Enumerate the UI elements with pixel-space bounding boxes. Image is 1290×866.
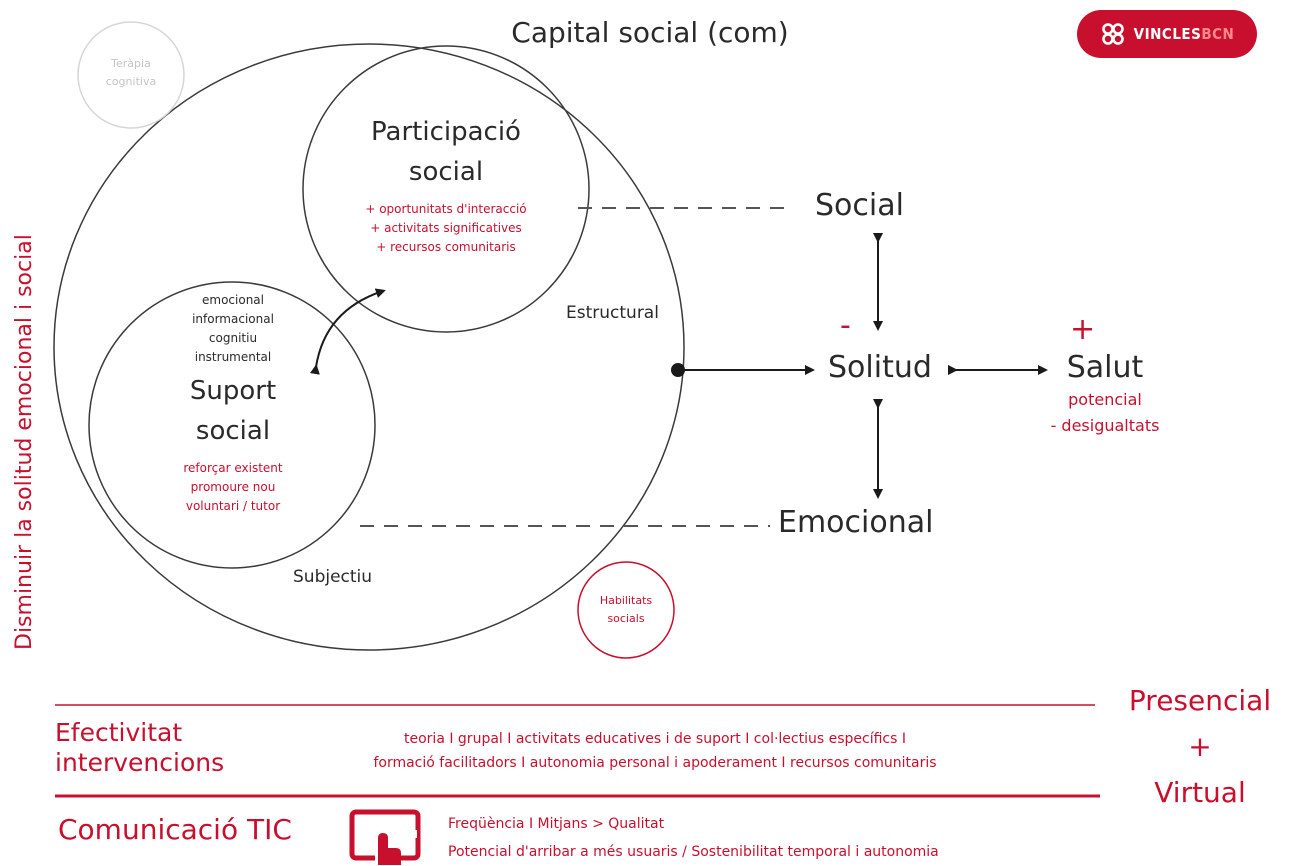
therapy-label: Teràpia cognitiva [86,55,176,91]
structural-label: Estructural [566,303,659,323]
interventions-text: teoria I grupal I activitats educatives … [270,727,1040,775]
skills-label: Habilitats socials [582,592,670,628]
therapy-circle [77,21,185,129]
capital-social-circle [53,43,685,651]
support-types: emocional informacional cognitiu instrum… [150,291,316,367]
skills-circle [577,561,675,659]
skills-line1: Habilitats [599,594,653,607]
support-item: voluntari / tutor [185,499,281,513]
support-type: instrumental [194,350,272,364]
support-item: promoure nou [190,480,276,494]
solitud-node: Solitud [828,350,932,385]
interventions-text-line2: formació facilitadors I autonomia person… [373,755,937,771]
participation-block: Participació social + oportunitats d'int… [330,112,562,257]
tablet-touch-icon [349,809,421,865]
mode-block: Presencial + Virtual [1110,678,1290,816]
minus-sign: - [840,308,851,343]
health-sub2: - desigualtats [1050,416,1160,435]
participation-items: + oportunitats d'interacció + activitats… [330,200,562,257]
vertical-goal-label: Disminuir la solitud emocional i social [12,234,37,650]
support-title-line2: social [195,416,271,446]
therapy-line1: Teràpia [111,57,151,70]
health-block: Salut potencial - desigualtats [1040,350,1170,439]
mode-line3: Virtual [1154,776,1246,809]
ict-text-line2: Potencial d'arribar a més usuaris / Sost… [448,844,939,860]
support-type: informacional [192,312,274,326]
support-participation-arrow [309,288,386,375]
therapy-line2: cognitiva [105,75,157,88]
logo-text-main: VINCLES [1133,25,1202,43]
support-type: cognitiu [208,331,258,345]
support-items: reforçar existent promoure nou voluntari… [150,459,316,516]
participation-title-line2: social [408,157,484,187]
interventions-title: Efectivitat intervencions [55,718,224,778]
participation-item: + oportunitats d'interacció [365,202,527,216]
support-block: emocional informacional cognitiu instrum… [150,291,316,516]
logo-text-accent: BCN [1201,25,1235,43]
ict-title: Comunicació TIC [58,813,292,846]
interventions-text-line1: teoria I grupal I activitats educatives … [404,731,906,747]
skills-line2: socials [607,612,645,625]
ict-text-line1: Freqüència I Mitjans > Qualitat [448,816,665,832]
salut-node: Salut [1066,350,1144,385]
support-circle [88,281,376,569]
mode-line1: Presencial [1128,684,1272,717]
diagram-title: Capital social (com) [511,16,789,49]
plus-sign: + [1070,312,1096,347]
support-title-line1: Suport [189,376,277,406]
interventions-title-line1: Efectivitat [55,718,183,747]
emotional-node: Emocional [778,505,934,540]
logo-knot-icon [1101,23,1124,45]
ict-text: Freqüència I Mitjans > Qualitat Potencia… [448,810,1108,866]
source-dot [671,363,685,377]
health-sub1: potencial [1068,390,1142,409]
participation-circle [302,45,590,333]
subjective-label: Subjectiu [293,567,373,587]
participation-item: + activitats significatives [370,221,522,235]
support-type: emocional [202,293,264,307]
mode-line2: + [1188,730,1212,763]
interventions-title-line2: intervencions [55,748,225,777]
support-item: reforçar existent [183,461,283,475]
participation-item: + recursos comunitaris [376,240,516,254]
participation-title-line1: Participació [371,117,521,147]
social-node: Social [815,188,904,223]
